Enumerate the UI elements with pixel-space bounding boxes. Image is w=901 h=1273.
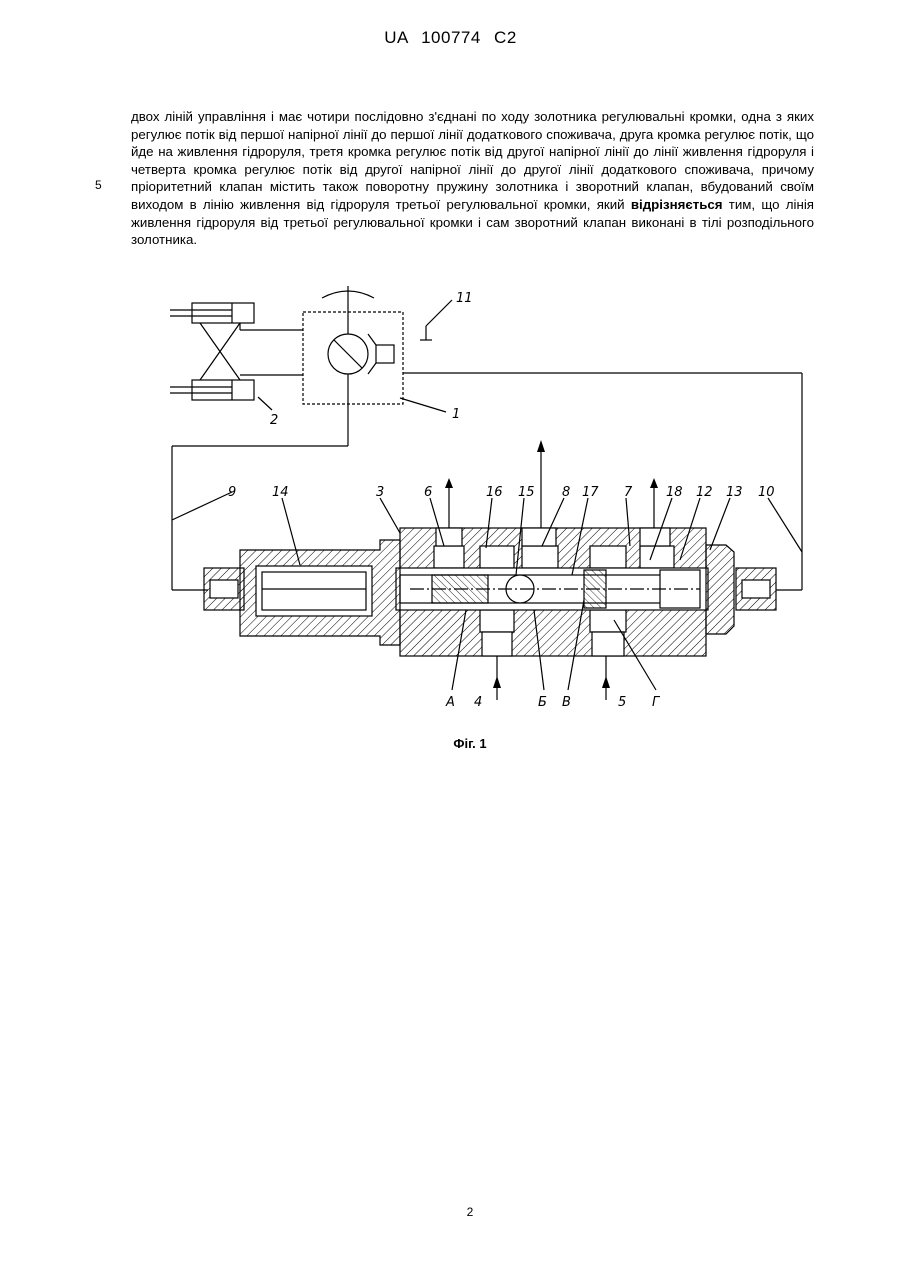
claim-text: двох ліній управління і має чотири послі… [131, 108, 814, 249]
label-12: 12 [696, 485, 713, 500]
figure-caption: Фіг. 1 [0, 736, 901, 751]
label-13: 13 [726, 485, 743, 500]
page-number: 2 [0, 1205, 901, 1219]
label-B: Б [538, 695, 547, 710]
label-2: 2 [270, 413, 278, 428]
line-number: 5 [95, 178, 102, 192]
label-17: 17 [582, 485, 599, 500]
diagram-svg: 11 1 2 9 14 3 6 16 15 8 17 7 18 12 13 10… [160, 280, 820, 720]
label-14: 14 [272, 485, 289, 500]
label-4: 4 [474, 695, 482, 710]
cylinder-top [192, 303, 254, 323]
label-7: 7 [624, 485, 633, 500]
label-15: 15 [518, 485, 535, 500]
label-1: 1 [452, 407, 460, 422]
label-3: 3 [376, 485, 384, 500]
label-16: 16 [486, 485, 503, 500]
label-8: 8 [562, 485, 570, 500]
label-9: 9 [228, 485, 236, 500]
cylinder-bottom [192, 380, 254, 400]
label-6: 6 [424, 485, 432, 500]
label-5: 5 [618, 695, 626, 710]
label-G: Г [652, 695, 661, 710]
label-10: 10 [758, 485, 775, 500]
claim-bold-word: відрізняється [631, 197, 723, 212]
steering-unit-box [303, 312, 403, 404]
patent-header: UA 100774 C2 [0, 28, 901, 48]
label-11: 11 [456, 291, 473, 306]
label-18: 18 [666, 485, 683, 500]
hydraulic-diagram: 11 1 2 9 14 3 6 16 15 8 17 7 18 12 13 10… [160, 280, 820, 720]
label-A: А [445, 695, 455, 710]
label-V: В [562, 695, 571, 710]
